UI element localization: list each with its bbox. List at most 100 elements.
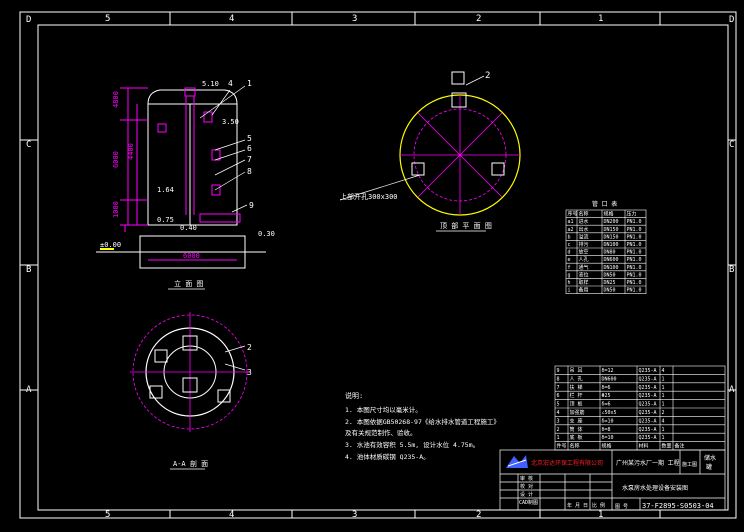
parts-header-cell: 规格 <box>602 443 612 450</box>
top-col-label: 1 <box>598 14 603 24</box>
parts-cell: 扶 梯 <box>570 384 583 391</box>
nozzle-cell: c <box>568 242 571 248</box>
stage-label: 施工图 <box>682 461 697 468</box>
frame-labels: 5 4 3 2 1 5 4 3 2 1 D C B A D C B A <box>26 14 735 520</box>
nozzle-cell: g <box>568 272 571 278</box>
title-line: 储水 <box>704 454 716 462</box>
nozzle-cell: d <box>568 250 571 256</box>
parts-cell: Φ25 <box>602 393 611 399</box>
parts-cell: 1 <box>662 393 665 399</box>
nozzle-cell: DN80 <box>604 250 616 256</box>
nozzle-cell: DN100 <box>604 242 619 248</box>
nozzle-header-cell: 压力 <box>627 211 637 218</box>
parts-cell: 2 <box>557 427 560 433</box>
left-row-label: C <box>26 140 31 150</box>
ground-mark <box>100 248 114 250</box>
title-block: 北京宏达环保工程有限公司 广州某污水厂一期 工程 施工图 储水 罐 水泵房水处理… <box>499 449 726 511</box>
right-row-label: A <box>729 385 735 395</box>
nozzle-cell: 排污 <box>579 241 589 248</box>
nozzle-cell: PN1.0 <box>627 288 642 294</box>
tank-body <box>147 89 238 226</box>
top-opening-note: 上部开孔300x300 <box>340 192 398 201</box>
nozzle-cell: a1 <box>568 219 574 225</box>
bottom-view-label: A-A 剖 面 <box>173 459 208 468</box>
nozzle-cell: DN150 <box>604 234 619 240</box>
nozzle-cell: DN150 <box>604 227 619 233</box>
part-callout: 5 <box>247 134 252 143</box>
note-line: 4. 池体材质碳钢 Q235-A。 <box>345 452 430 461</box>
parts-cell: Q235-A <box>639 418 657 424</box>
nozzle-cell: PN1.0 <box>627 234 642 240</box>
parts-cell: 1 <box>662 427 665 433</box>
parts-cell: δ=10 <box>602 435 614 441</box>
parts-cell: 底 板 <box>570 434 583 441</box>
role-label: 设 计 <box>520 491 533 498</box>
nozzle-cell: 溢流 <box>579 233 589 240</box>
parts-cell: 1 <box>662 402 665 408</box>
nozzle-cell: i <box>568 288 571 294</box>
nozzle-cell: 通气 <box>579 264 589 271</box>
parts-cell: δ=10 <box>602 418 614 424</box>
top-col-label: 5 <box>105 14 110 24</box>
elev-label: 0.75 <box>157 216 174 224</box>
nozzle-cell: 备用 <box>579 287 589 294</box>
part-callout: 8 <box>247 167 252 176</box>
nozzle-cell: PN1.0 <box>627 242 642 248</box>
parts-cell: δ=6 <box>602 402 611 408</box>
date-label: 年 月 日 <box>567 502 588 509</box>
parts-cell: 3 <box>557 418 560 424</box>
role-label: 校 对 <box>520 483 533 490</box>
nozzle-cell: DN50 <box>604 272 616 278</box>
company-name: 北京宏达环保工程有限公司 <box>531 459 603 467</box>
left-row-label: B <box>26 265 31 275</box>
top-col-label: 4 <box>229 14 234 24</box>
nozzle-cell: DN100 <box>604 265 619 271</box>
note-line: 3. 水池有效容积 5.5m, 设计水位 4.75m。 <box>345 440 479 449</box>
nozzle-grid <box>565 209 647 294</box>
nozzle-cell: 取样 <box>579 279 589 286</box>
parts-cell: 2 <box>662 410 665 416</box>
foundation <box>96 235 266 269</box>
parts-cell: 4 <box>662 418 665 424</box>
parts-cell: Q235-A <box>639 368 657 374</box>
bottom-col-label: 4 <box>229 510 234 520</box>
top-view: 2 上部开孔300x300 顶 部 平 面 图 <box>339 71 521 232</box>
nozzle-cell: PN1.0 <box>627 250 642 256</box>
note-line: 1. 本图尺寸均以毫米计。 <box>345 405 422 414</box>
right-row-label: B <box>729 265 734 275</box>
top-col-label: 2 <box>476 14 481 24</box>
parts-cell: Q235-A <box>639 385 657 391</box>
role-label: CAD制图 <box>519 499 538 506</box>
bottom-view: 2 3 A-A 剖 面 <box>130 312 252 470</box>
elev-label: 0.40 <box>180 224 197 232</box>
nozzle-cell: h <box>568 280 571 286</box>
nozzle-cell: f <box>568 265 571 271</box>
parts-header-cell: 数量 <box>662 443 672 450</box>
parts-cell: 1 <box>662 385 665 391</box>
nozzle-header-cell: 规格 <box>604 211 614 218</box>
elev-label: 1.64 <box>157 186 174 194</box>
parts-cell: 6 <box>557 393 560 399</box>
parts-header-cell: 名称 <box>570 443 580 450</box>
dim-label: 4800 <box>112 91 120 108</box>
elev-label: ±0.00 <box>100 241 121 249</box>
parts-cell: δ=12 <box>602 368 614 374</box>
drawing-name: 水泵房水处理设备安装图 <box>622 484 688 492</box>
nozzle-cell: 人孔 <box>579 256 589 263</box>
parts-cell: 加强筋 <box>570 409 585 416</box>
inner-pipes <box>124 87 241 232</box>
nozzle-cell: DN50 <box>604 288 616 294</box>
top-view-label: 顶 部 平 面 图 <box>440 221 492 230</box>
part-callout: 4 <box>228 79 233 88</box>
nozzle-cell: PN1.0 <box>627 280 642 286</box>
parts-cell: 4 <box>662 368 665 374</box>
bottom-col-label: 1 <box>598 510 603 520</box>
parts-header-cell: 备注 <box>675 443 685 450</box>
top-part-callout: 2 <box>485 71 490 81</box>
top-col-label: 3 <box>352 14 357 24</box>
